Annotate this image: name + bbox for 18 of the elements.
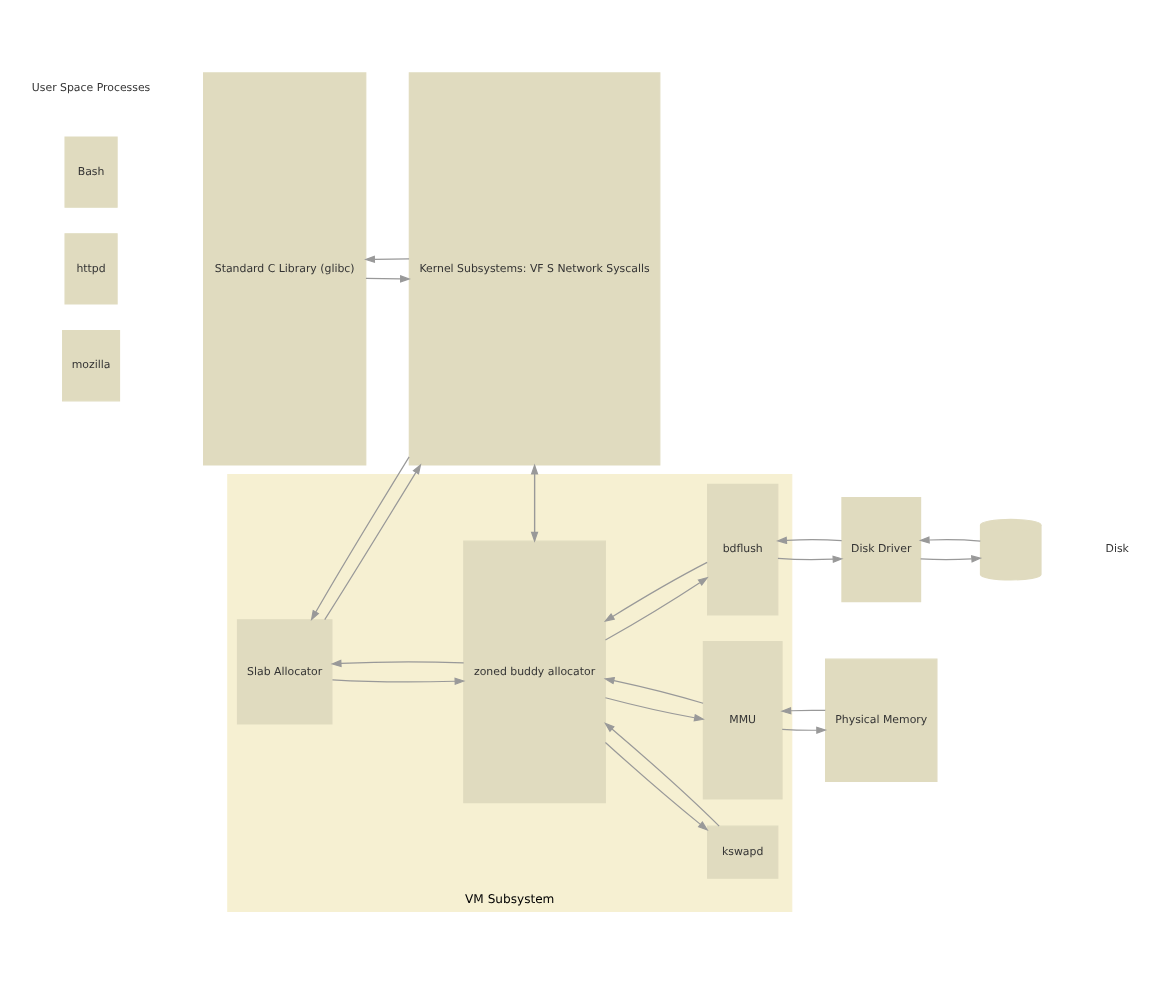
arrow bbox=[603, 561, 708, 622]
arrow bbox=[777, 555, 844, 564]
arrow bbox=[604, 741, 709, 831]
arrow bbox=[604, 576, 709, 641]
arrow bbox=[604, 697, 705, 722]
arrow bbox=[918, 536, 981, 544]
arrow bbox=[604, 722, 720, 827]
arrow bbox=[776, 536, 843, 545]
arrow bbox=[780, 706, 826, 715]
arrow bbox=[330, 659, 465, 668]
arrow bbox=[781, 726, 828, 735]
arrow bbox=[310, 456, 410, 622]
arrow bbox=[331, 677, 466, 686]
arrow bbox=[365, 275, 411, 283]
arrow bbox=[364, 255, 410, 264]
arrow bbox=[603, 676, 704, 704]
arrow bbox=[920, 555, 983, 563]
arrow bbox=[324, 463, 422, 621]
